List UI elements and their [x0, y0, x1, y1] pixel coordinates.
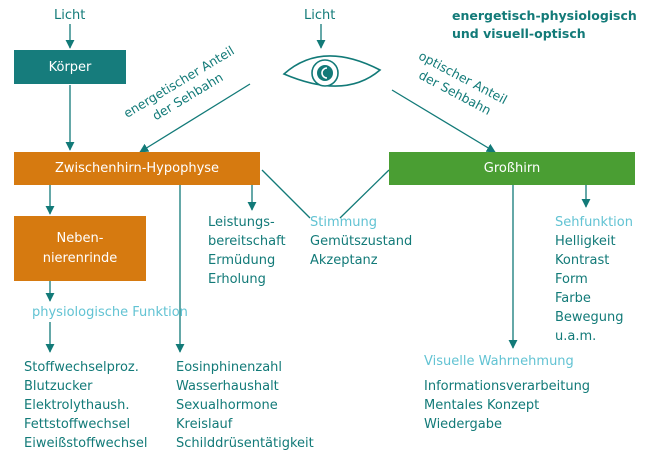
- line-grosshirn-stimmung: [339, 169, 390, 219]
- list-item: Schilddrüsentätigkeit: [176, 436, 314, 451]
- koerper-box: Körper: [14, 50, 126, 84]
- nebennierenrinde-box: Neben- nierenrinde: [14, 216, 146, 281]
- licht-label-center: Licht: [304, 8, 336, 23]
- wahrnehmung-list: Informationsverarbeitung Mentales Konzep…: [424, 377, 590, 434]
- stimmung-list: Gemütszustand Akzeptanz: [310, 232, 412, 270]
- sehfunktion-list: Helligkeit Kontrast Form Farbe Bewegung …: [555, 232, 624, 346]
- nebenniere-line1: Neben-: [56, 230, 104, 246]
- hormone-list: Eosinphinenzahl Wasserhaushalt Sexualhor…: [176, 358, 314, 453]
- title-block: energetisch-physiologisch und visuell-op…: [452, 7, 637, 43]
- stimmung-heading: Stimmung: [310, 215, 378, 230]
- list-item: bereitschaft: [208, 234, 286, 249]
- list-item: Kreislauf: [176, 417, 233, 432]
- list-item: Eosinphinenzahl: [176, 360, 283, 375]
- leistung-list: Leistungs- bereitschaft Ermüdung Erholun…: [208, 213, 286, 289]
- arrow-eye-grosshirn: [391, 89, 496, 153]
- list-item: Blutzucker: [24, 379, 93, 394]
- list-item: Bewegung: [555, 310, 624, 325]
- zwischenhirn-box: Zwischenhirn-Hypophyse: [14, 152, 260, 185]
- list-item: Kontrast: [555, 253, 610, 268]
- stoffwechsel-list: Stoffwechselproz. Blutzucker Elektrolyth…: [24, 358, 147, 453]
- list-item: Informationsverarbeitung: [424, 379, 591, 394]
- list-item: Mentales Konzept: [424, 398, 540, 413]
- list-item: Akzeptanz: [310, 253, 378, 268]
- eye-icon: [282, 55, 382, 87]
- list-item: Form: [555, 272, 588, 287]
- line-zwischenhirn-stimmung: [261, 169, 311, 219]
- nebenniere-line2: nierenrinde: [42, 250, 118, 266]
- licht-label-left: Licht: [54, 8, 86, 23]
- list-item: Gemütszustand: [310, 234, 413, 249]
- list-item: Stoffwechselproz.: [24, 360, 139, 375]
- list-item: Elektrolythaush.: [24, 398, 130, 413]
- sehfunktion-heading: Sehfunktion: [555, 215, 633, 230]
- list-item: Sexualhormone: [176, 398, 278, 413]
- physiologische-funktion-heading: physiologische Funktion: [32, 305, 188, 320]
- list-item: Wasserhaushalt: [176, 379, 279, 394]
- list-item: Helligkeit: [555, 234, 616, 249]
- title-line2: und visuell-optisch: [452, 26, 586, 41]
- grosshirn-box: Großhirn: [389, 152, 635, 185]
- list-item: Wiedergabe: [424, 417, 503, 432]
- visuelle-wahrnehmung-heading: Visuelle Wahrnehmung: [424, 354, 574, 369]
- list-item: u.a.m.: [555, 329, 597, 344]
- list-item: Eiweißstoffwechsel: [24, 436, 148, 451]
- title-line1: energetisch-physiologisch: [452, 8, 637, 23]
- list-item: Farbe: [555, 291, 591, 306]
- arrow-eye-zwischenhirn: [139, 83, 251, 153]
- list-item: Ermüdung: [208, 253, 276, 268]
- list-item: Fettstoffwechsel: [24, 417, 131, 432]
- list-item: Erholung: [208, 272, 266, 287]
- list-item: Leistungs-: [208, 215, 275, 230]
